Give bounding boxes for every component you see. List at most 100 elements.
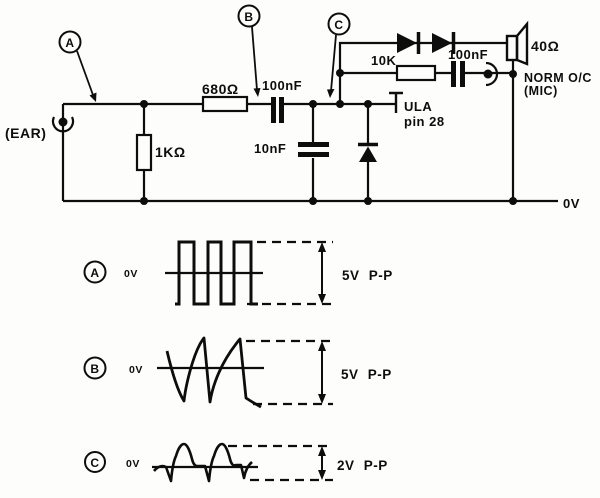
- ear-jack-arc: [51, 116, 75, 133]
- probe-circle: [327, 12, 351, 36]
- zero-volt-label: 0V: [126, 458, 140, 470]
- peak-dashed-lines: [246, 339, 333, 406]
- junction-dot: [309, 100, 317, 108]
- mic-capacitor-plate: [460, 61, 465, 87]
- junction-dot: [140, 100, 148, 108]
- arrow-head-up: [318, 446, 326, 456]
- mic-jack-icon: [483, 61, 499, 87]
- arrow-head-up: [318, 242, 326, 252]
- arrow-head-down: [318, 470, 326, 480]
- junction-dot: [336, 69, 344, 77]
- probe-letter: C: [334, 18, 343, 32]
- shunt-capacitor: [298, 142, 329, 157]
- shunt-capacitor-label: 10nF: [254, 141, 286, 156]
- probe-letter: B: [90, 362, 99, 376]
- peak-to-peak-arrow: [318, 446, 326, 480]
- probe-circle: [58, 30, 82, 54]
- ula-label-line1: ULA: [404, 99, 432, 114]
- clamp-diode-triangle: [359, 146, 377, 162]
- zero-volt-label: 0V: [129, 364, 143, 376]
- peak-dashed-lines: [247, 240, 333, 306]
- probe-pointer-arrowhead: [253, 88, 261, 97]
- series-diode-icon: [432, 32, 456, 54]
- spike-wave-trace: [153, 442, 253, 483]
- peak-to-peak-arrow: [318, 242, 326, 304]
- series-capacitor-plate: [271, 97, 276, 123]
- speaker-cone: [515, 20, 529, 66]
- ula-pin-tick: [389, 91, 403, 113]
- mic-jack-arc: [485, 61, 499, 87]
- zero-volt-label: 0V: [124, 268, 138, 280]
- amplitude-label: 5V P-P: [342, 268, 393, 283]
- shunt-resistor-label: 1KΩ: [155, 144, 186, 160]
- probe-letter: B: [244, 10, 253, 24]
- probe-marker-c: C: [327, 12, 351, 98]
- series-resistor-body: [201, 95, 249, 113]
- probe-pointer-line: [76, 50, 94, 96]
- diode-triangle: [397, 33, 417, 53]
- series-resistor-label: 680Ω: [202, 81, 239, 97]
- clamp-diode-icon: [358, 142, 378, 162]
- ear-jack-icon: [51, 116, 75, 133]
- junction-dots: [140, 69, 517, 205]
- speaker-impedance-label: 40Ω: [531, 38, 559, 54]
- speaker-icon: [505, 20, 529, 66]
- waveform-row-a: A 0V 5V P-P: [83, 240, 393, 306]
- mic-label-line1: NORM O/C: [524, 71, 592, 85]
- arrow-head-up: [318, 341, 326, 351]
- mic-resistor-body: [395, 64, 437, 82]
- probe-letter: C: [90, 456, 99, 470]
- probe-circle: [84, 451, 106, 473]
- ula-label-line2: pin 28: [404, 114, 445, 129]
- junction-dot: [364, 197, 372, 205]
- probe-marker-b: B: [237, 4, 261, 97]
- probe-pointer-line: [330, 34, 337, 92]
- junction-dot: [309, 197, 317, 205]
- ula-pin-terminal: [389, 91, 403, 113]
- ear-jack-contact-dot: [58, 117, 68, 127]
- probe-pointer-arrowhead: [89, 92, 97, 102]
- series-diode-icon: [397, 32, 421, 54]
- probe-marker-a: A: [58, 30, 97, 102]
- probe-pointer-line: [251, 26, 258, 91]
- mic-capacitor-plate: [451, 61, 456, 87]
- shunt-capacitor-plate: [298, 142, 329, 147]
- series-capacitor-label: 100nF: [262, 78, 302, 93]
- mic-capacitor: [451, 61, 465, 87]
- probe-circle: [237, 4, 261, 28]
- probe-pointer-arrowhead: [327, 89, 335, 98]
- waveform-row-c: C 0V 2V P-P: [84, 442, 388, 483]
- arrow-head-down: [318, 294, 326, 304]
- shunt-resistor-body: [135, 133, 153, 172]
- peak-to-peak-arrow: [318, 341, 326, 404]
- sawtooth-wave-trace: [165, 336, 262, 409]
- junction-dot: [140, 197, 148, 205]
- junction-dot: [509, 70, 517, 78]
- waveform-row-b: B 0V 5V P-P: [83, 336, 392, 409]
- amplitude-label: 5V P-P: [341, 367, 392, 382]
- amplitude-label: 2V P-P: [337, 458, 388, 473]
- probe-circle: [83, 260, 107, 284]
- series-capacitor: [271, 97, 284, 123]
- mic-jack-contact-dot: [483, 69, 493, 79]
- ear-jack-label: (EAR): [5, 125, 46, 141]
- junction-dot: [336, 100, 344, 108]
- mic-label-line2: (MIC): [524, 84, 558, 98]
- series-capacitor-plate: [279, 97, 284, 123]
- ground-rail-label: 0V: [563, 196, 580, 211]
- mic-capacitor-label: 100nF: [448, 47, 488, 62]
- peak-dashed-lines: [228, 444, 333, 482]
- junction-dot: [364, 100, 372, 108]
- mic-resistor-label: 10K: [371, 53, 396, 68]
- square-wave-trace: [175, 240, 258, 306]
- diode-triangle: [432, 33, 452, 53]
- schematic: (EAR) 1KΩ 680Ω 100nF 10nF ULA: [5, 4, 592, 211]
- speaker-driver: [505, 34, 519, 62]
- probe-letter: A: [90, 266, 99, 280]
- probe-circle: [83, 356, 107, 380]
- shunt-capacitor-plate: [298, 152, 329, 157]
- probe-letter: A: [65, 36, 74, 50]
- arrow-head-down: [318, 394, 326, 404]
